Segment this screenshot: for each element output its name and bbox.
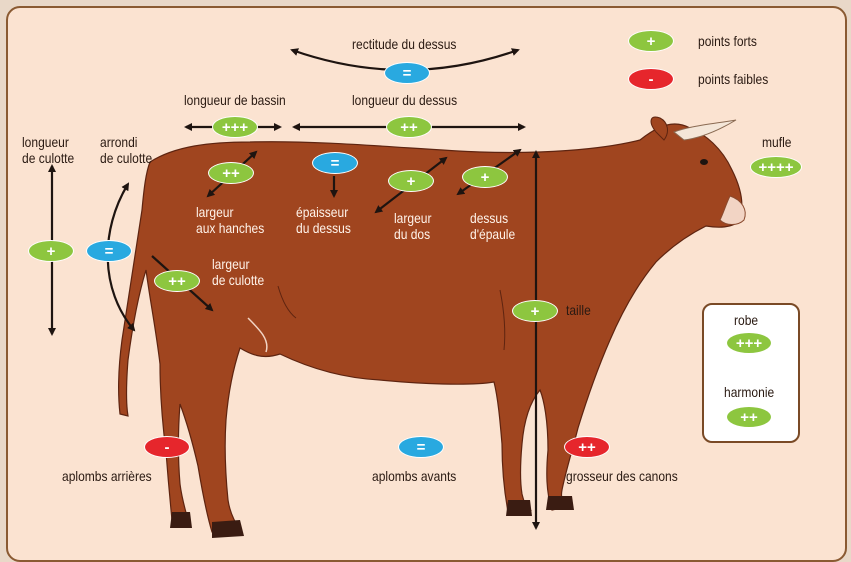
aplombs-arrieres-label: aplombs arrières	[62, 468, 152, 484]
longueur-bassin-label: longueur de bassin	[184, 92, 286, 108]
epaisseur-dessus-badge: =	[312, 152, 358, 174]
taille-badge: +	[512, 300, 558, 322]
largeur-culotte-badge: ++	[154, 270, 200, 292]
arrondi-culotte-label: arrondi de culotte	[100, 134, 152, 166]
longueur-dessus-badge: ++	[386, 116, 432, 138]
legend-strong-badge: +	[628, 30, 674, 52]
rectitude-dessus-badge: =	[384, 62, 430, 84]
harmonie-score-badge: ++	[726, 406, 772, 428]
robe-score-badge: +++	[726, 332, 772, 354]
mufle-badge: ++++	[750, 156, 802, 178]
largeur-dos-badge: +	[388, 170, 434, 192]
legend-strong-label: points forts	[698, 33, 757, 49]
epaisseur-dessus-label: épaisseur du dessus	[296, 204, 351, 236]
dessus-epaule-label: dessus d'épaule	[470, 210, 515, 242]
longueur-culotte-badge: +	[28, 240, 74, 262]
aplombs-arrieres-badge: -	[144, 436, 190, 458]
taille-label: taille	[566, 302, 591, 318]
legend-weak-badge: -	[628, 68, 674, 90]
largeur-hanches-badge: ++	[208, 162, 254, 184]
longueur-culotte-label: longueur de culotte	[22, 134, 74, 166]
largeur-hanches-label: largeur aux hanches	[196, 204, 264, 236]
aplombs-avants-label: aplombs avants	[372, 468, 456, 484]
rectitude-dessus-label: rectitude du dessus	[352, 36, 456, 52]
robe-label: robe	[734, 312, 758, 328]
legend-weak-label: points faibles	[698, 71, 768, 87]
mufle-label: mufle	[762, 134, 791, 150]
harmonie-label: harmonie	[724, 384, 774, 400]
grosseur-canons-label: grosseur des canons	[566, 468, 678, 484]
longueur-bassin-badge: +++	[212, 116, 258, 138]
dessus-epaule-badge: +	[462, 166, 508, 188]
aplombs-avants-badge: =	[398, 436, 444, 458]
longueur-dessus-label: longueur du dessus	[352, 92, 457, 108]
largeur-culotte-label: largeur de culotte	[212, 256, 264, 288]
grosseur-canons-badge: ++	[564, 436, 610, 458]
largeur-dos-label: largeur du dos	[394, 210, 431, 242]
arrondi-culotte-badge: =	[86, 240, 132, 262]
